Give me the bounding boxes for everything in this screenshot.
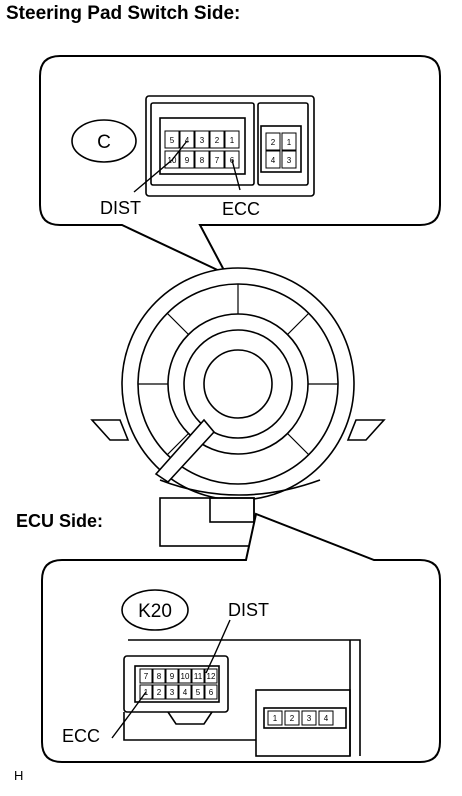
figure-mark: H [14, 768, 24, 783]
pin-label: 1 [273, 714, 278, 723]
pin-label: 8 [157, 672, 162, 681]
connector-c-housing [145, 95, 315, 197]
pin-label: 4 [324, 714, 329, 723]
connector-k20-pins [139, 668, 334, 726]
pin-label: 2 [157, 688, 162, 697]
connector-c-leaders [133, 140, 241, 193]
pin-label: 4 [271, 156, 276, 165]
pin-label: 3 [170, 688, 175, 697]
pin-label: 7 [215, 156, 220, 165]
spiral-cable-spokes [138, 284, 338, 456]
dist-label-top: DIST [100, 198, 141, 218]
connector-k20-leaders [111, 619, 231, 739]
pin-label: 2 [271, 138, 276, 147]
ecc-label-bottom: ECC [62, 726, 100, 746]
steering-callout [39, 55, 441, 277]
pin-label: 4 [183, 688, 188, 697]
connector-k20-code-ellipse [121, 589, 189, 631]
pin-label: 2 [290, 714, 295, 723]
pin-label: 8 [200, 156, 205, 165]
dist-label-bottom: DIST [228, 600, 269, 620]
ecu-callout [41, 512, 441, 763]
ecc-label-top: ECC [222, 199, 260, 219]
pin-label: 1 [230, 136, 235, 145]
pin-label: 10 [181, 672, 190, 681]
pin-label: 9 [170, 672, 175, 681]
pin-label: 9 [185, 156, 190, 165]
ecu-side-title: ECU Side: [16, 511, 104, 531]
pin-label: 6 [209, 688, 214, 697]
connector-c-code: C [97, 132, 111, 153]
pin-label: 3 [287, 156, 292, 165]
pin-label: 1 [287, 138, 292, 147]
pin-label: 5 [196, 688, 201, 697]
pin-label: 7 [144, 672, 149, 681]
pin-label: 3 [200, 136, 205, 145]
pin-label: 5 [170, 136, 175, 145]
connector-c-code-ellipse [71, 119, 137, 163]
pin-label: 11 [194, 672, 203, 681]
pin-label: 3 [307, 714, 312, 723]
steering-pad-switch-side-title: Steering Pad Switch Side: [6, 3, 241, 24]
pin-label: 4 [185, 136, 190, 145]
connector-k20-code: K20 [138, 601, 172, 622]
pin-label: 2 [215, 136, 220, 145]
pin-label: 12 [207, 672, 216, 681]
